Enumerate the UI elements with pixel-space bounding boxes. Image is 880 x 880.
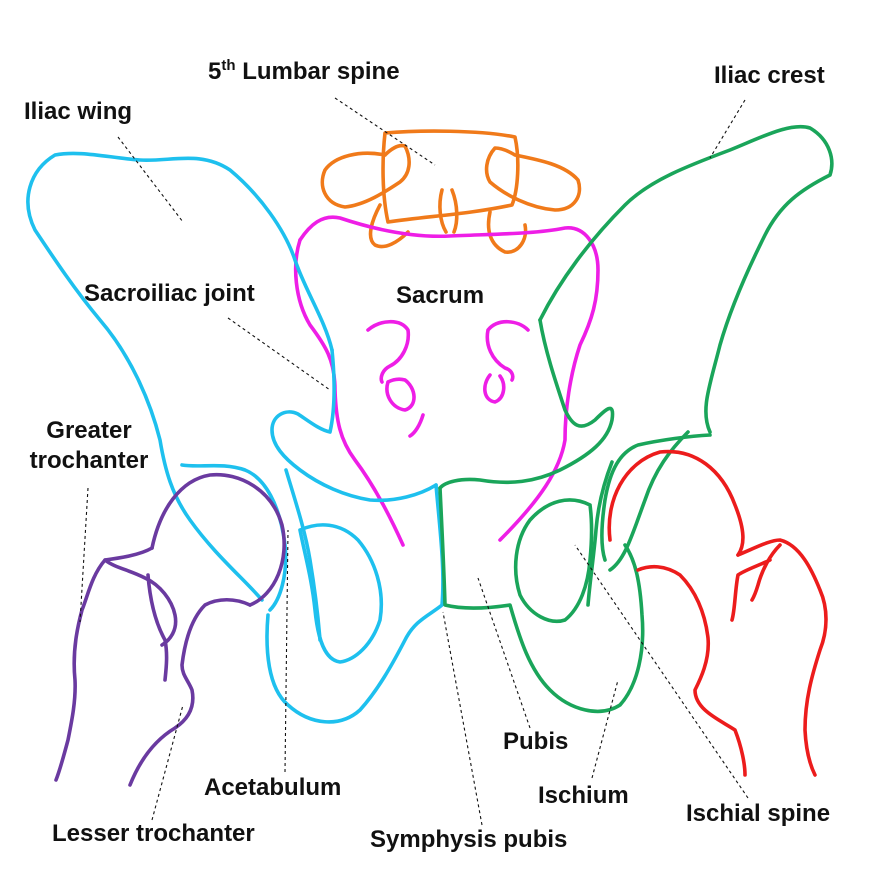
right-hip-bone <box>26 151 445 724</box>
leader-lesser-trochanter <box>151 704 184 821</box>
left-hip-bone <box>438 125 834 714</box>
label-acetabulum: Acetabulum <box>204 774 342 801</box>
label-lesser-trochanter: Lesser trochanter <box>52 820 255 847</box>
right-acetabulum-rim <box>180 463 288 612</box>
leader-ischium <box>591 679 619 779</box>
left-acetabulum-inner <box>586 460 614 607</box>
right-inferior-articular <box>486 210 528 254</box>
right-obturator-foramen <box>298 523 384 664</box>
label-ischial-spine: Ischial spine <box>686 800 831 827</box>
right-femoral-head <box>150 472 286 607</box>
sacrum-outline <box>293 215 600 547</box>
right-intertrochanteric <box>146 573 169 682</box>
label-iliac-wing: Iliac wing <box>24 98 133 125</box>
left-greater-trochanter <box>750 543 782 602</box>
leader-lines <box>79 97 749 826</box>
lumbar-vertebra <box>320 129 582 254</box>
leader-symphysis-pubis <box>442 611 483 826</box>
right-femur <box>54 472 286 787</box>
label-ischium: Ischium <box>538 782 629 809</box>
right-transverse-process <box>484 146 582 212</box>
label-lumbar-spine-sup: th <box>221 57 236 74</box>
left-femoral-head <box>607 449 745 557</box>
label-greater-trochanter: Greater trochanter <box>16 416 162 476</box>
left-sacroiliac-edge <box>438 318 615 490</box>
leader-sacroiliac-joint <box>227 317 331 391</box>
right-femoral-neck-upper <box>54 546 154 782</box>
label-greater-trochanter-line2: trochanter <box>29 447 149 474</box>
right-femoral-neck-lower <box>128 597 252 787</box>
sacral-foramen-l1 <box>366 319 411 384</box>
label-lumbar-spine-number: 5 <box>208 58 222 85</box>
left-obturator-foramen <box>513 498 594 623</box>
label-lumbar-spine: 5th Lumbar spine <box>208 58 400 87</box>
left-lesser-trochanter <box>730 558 772 622</box>
right-iliac-wing-outline <box>26 151 334 602</box>
leader-ischial-spine <box>574 544 749 799</box>
spinous-process <box>438 188 459 234</box>
label-pubis: Pubis <box>503 728 569 755</box>
left-iliac-wing-outline <box>538 125 834 434</box>
label-sacrum: Sacrum <box>396 282 485 309</box>
sacral-foramen-r1 <box>485 319 530 382</box>
leader-greater-trochanter <box>79 487 89 623</box>
leader-iliac-crest <box>709 99 746 159</box>
left-ischial-line <box>608 430 690 572</box>
vertebral-body-outline <box>381 129 520 224</box>
sacral-foramen-l2 <box>385 377 416 412</box>
leader-lumbar-spine <box>334 97 436 166</box>
label-greater-trochanter-line1: Greater <box>46 417 132 444</box>
right-sacroiliac-edge <box>270 348 438 503</box>
label-symphysis-pubis: Symphysis pubis <box>370 826 568 853</box>
right-greater-trochanter <box>103 558 178 647</box>
left-femur <box>607 449 828 777</box>
left-femoral-neck <box>736 538 828 777</box>
sacral-foramen-r2 <box>483 373 506 404</box>
leader-iliac-wing <box>117 136 184 223</box>
leader-acetabulum <box>284 529 289 773</box>
right-pubic-body <box>265 483 445 724</box>
label-lumbar-spine-text: Lumbar spine <box>235 58 400 85</box>
label-sacroiliac-joint: Sacroiliac joint <box>84 280 255 307</box>
sacral-foramen-l3 <box>408 413 425 438</box>
label-iliac-crest: Iliac crest <box>714 62 825 89</box>
right-ischial-line <box>284 468 322 642</box>
left-pubic-body <box>438 486 645 714</box>
leader-pubis <box>477 577 531 729</box>
left-acetabulum-rim <box>600 433 712 562</box>
left-femoral-shaft-inner <box>636 564 747 777</box>
left-transverse-process <box>320 143 411 209</box>
left-inferior-articular <box>368 203 410 249</box>
